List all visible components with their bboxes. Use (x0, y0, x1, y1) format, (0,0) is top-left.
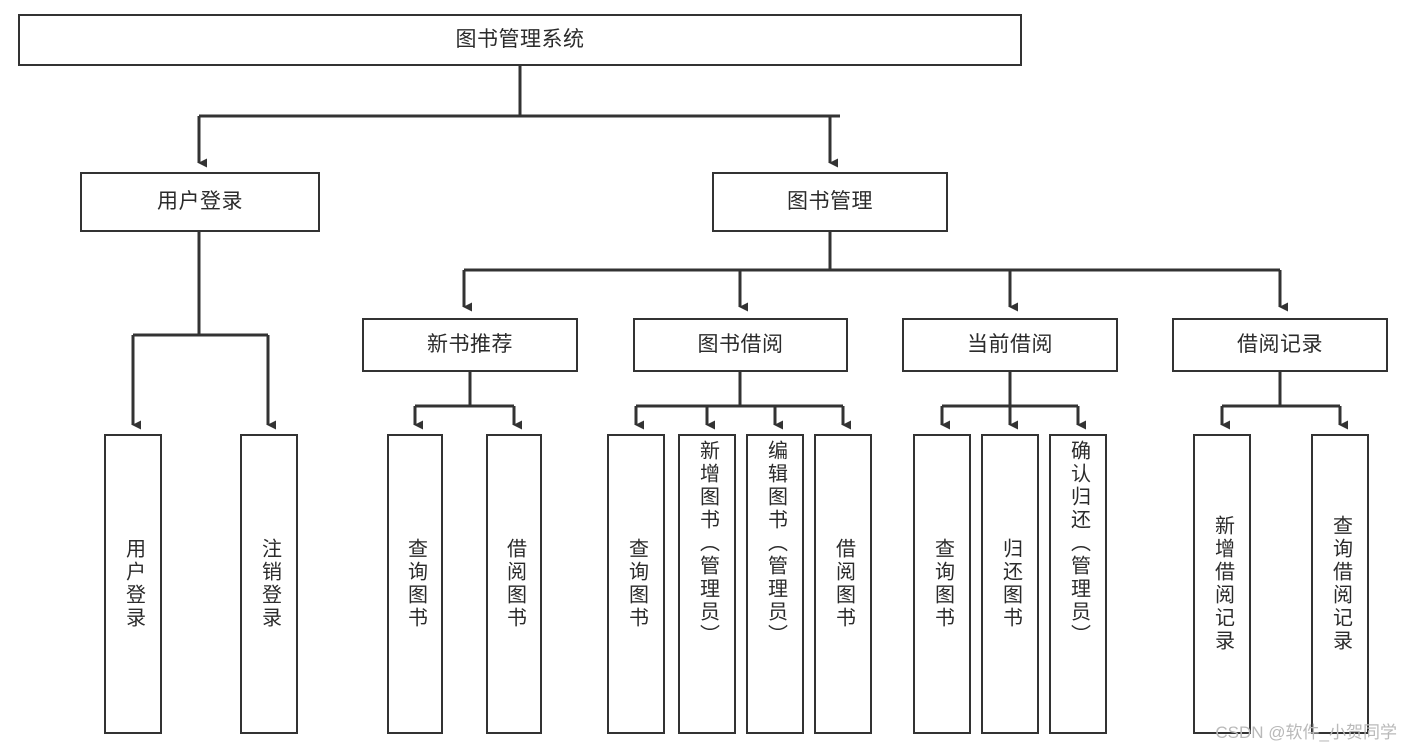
leaf-borrow-record-add-record[interactable]: 新增借阅记录 (1193, 434, 1251, 734)
node-label: 借阅图书 (503, 538, 526, 630)
node-label: 确认归还（管理员） (1067, 440, 1090, 647)
node-label: 借阅图书 (832, 538, 855, 630)
node-label: 查询图书 (404, 538, 427, 630)
node-label: 图书借阅 (697, 332, 784, 356)
leaf-book-borrow-query-book[interactable]: 查询图书 (607, 434, 665, 734)
leaf-current-borrow-query-book[interactable]: 查询图书 (913, 434, 971, 734)
node-book-borrow[interactable]: 图书借阅 (633, 318, 848, 372)
node-label: 注销登录 (258, 538, 281, 630)
node-label: 用户登录 (122, 538, 145, 630)
leaf-borrow-record-query-record[interactable]: 查询借阅记录 (1311, 434, 1369, 734)
node-label: 归还图书 (999, 538, 1022, 630)
leaf-new-book-borrow-book[interactable]: 借阅图书 (486, 434, 542, 734)
leaf-current-borrow-confirm-return-admin[interactable]: 确认归还（管理员） (1049, 434, 1107, 734)
node-label: 新增图书（管理员） (696, 440, 719, 647)
node-new-book-recommend[interactable]: 新书推荐 (362, 318, 578, 372)
node-label: 图书管理 (787, 189, 873, 213)
leaf-user-login-login[interactable]: 用户登录 (104, 434, 162, 734)
node-label: 图书管理系统 (455, 27, 585, 51)
node-label: 当前借阅 (967, 332, 1053, 356)
node-label: 用户登录 (157, 189, 243, 213)
leaf-book-borrow-edit-book-admin[interactable]: 编辑图书（管理员） (746, 434, 804, 734)
node-borrow-record[interactable]: 借阅记录 (1172, 318, 1388, 372)
node-label: 新增借阅记录 (1211, 515, 1234, 653)
node-user-login[interactable]: 用户登录 (80, 172, 320, 232)
node-root-book-management-system[interactable]: 图书管理系统 (18, 14, 1022, 66)
node-label: 查询图书 (931, 538, 954, 630)
leaf-book-borrow-borrow-book[interactable]: 借阅图书 (814, 434, 872, 734)
leaf-current-borrow-return-book[interactable]: 归还图书 (981, 434, 1039, 734)
leaf-book-borrow-add-book-admin[interactable]: 新增图书（管理员） (678, 434, 736, 734)
node-label: 新书推荐 (427, 332, 513, 356)
node-label: 编辑图书（管理员） (764, 440, 787, 647)
leaf-user-login-logout[interactable]: 注销登录 (240, 434, 298, 734)
watermark-text: CSDN @软件_小贺同学 (1215, 723, 1397, 742)
node-current-borrow[interactable]: 当前借阅 (902, 318, 1118, 372)
node-label: 借阅记录 (1237, 332, 1323, 356)
leaf-new-book-query-book[interactable]: 查询图书 (387, 434, 443, 734)
node-label: 查询借阅记录 (1329, 515, 1352, 653)
node-book-management[interactable]: 图书管理 (712, 172, 948, 232)
node-label: 查询图书 (625, 538, 648, 630)
